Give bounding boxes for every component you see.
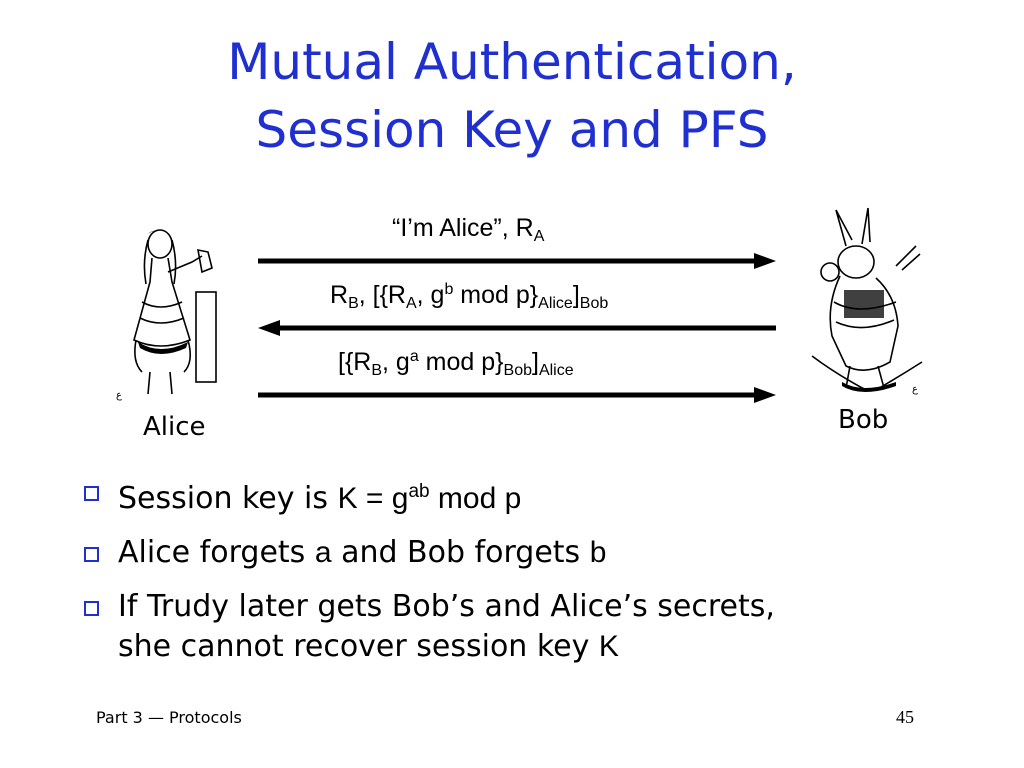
msg2-part-a: R: [330, 281, 349, 309]
bob-illustration: ع: [811, 207, 923, 395]
title-line-2: Session Key and PFS: [255, 101, 769, 159]
bullet-list: Session key is K = gab mod p Alice forge…: [82, 472, 1002, 681]
msg2-sub-e: Bob: [579, 295, 609, 312]
msg3-part-d: ]: [531, 348, 539, 376]
alice-illustration: ع: [116, 229, 217, 401]
bullet-2-var1: a: [314, 536, 332, 569]
bullet-item-2: Alice forgets a and Bob forgets b: [82, 533, 1002, 573]
bullet-item-1: Session key is K = gab mod p: [82, 472, 1002, 519]
bullet-1-math2: mod p: [429, 482, 522, 515]
message-2-label: RB, [{RA, gb mod p}Alice]Bob: [330, 281, 608, 313]
msg2-sub-b: A: [405, 295, 417, 312]
msg2-part-c: , g: [416, 281, 445, 309]
bullet-box-icon: [84, 486, 99, 501]
msg2-part-b: , [{R: [358, 281, 406, 309]
msg2-sub-a: B: [348, 295, 359, 312]
title-line-1: Mutual Authentication,: [227, 33, 797, 91]
msg3-part-c: mod p}: [418, 348, 504, 376]
svg-text:ع: ع: [912, 384, 918, 395]
arrow-bob-to-alice: [258, 320, 776, 336]
msg3-sub-a: B: [371, 362, 383, 379]
bullet-2-text1: Alice forgets: [118, 535, 315, 570]
bullet-3-var: K: [598, 630, 619, 663]
page-number: 45: [896, 707, 914, 727]
bullet-box-icon: [84, 601, 99, 616]
bullet-2-text2: and Bob forgets: [331, 535, 590, 570]
alice-label: Alice: [143, 412, 206, 442]
bullet-1-sup: ab: [408, 481, 430, 502]
msg2-sup-c: b: [444, 281, 454, 298]
svg-text:ع: ع: [116, 390, 122, 401]
slide-title: Mutual Authentication, Session Key and P…: [0, 28, 1024, 164]
msg3-part-a: [{R: [338, 348, 372, 376]
bullet-1-text: Session key is: [118, 481, 338, 516]
msg3-sub-c: Bob: [503, 362, 532, 379]
msg3-sup-b: a: [409, 348, 419, 365]
arrow-alice-to-bob-2: [258, 387, 776, 403]
msg3-part-b: , g: [382, 348, 410, 376]
footer-part: Part 3: [96, 708, 143, 727]
msg2-part-e: ]: [572, 281, 580, 309]
bullet-1-math: K = g: [337, 482, 409, 515]
bullet-3-line1: If Trudy later gets Bob’s and Alice’s se…: [118, 589, 775, 624]
message-3-label: [{RB, ga mod p}Bob]Alice: [338, 348, 574, 380]
msg2-sub-d: Alice: [538, 295, 573, 312]
bullet-3-line2: she cannot recover session key: [118, 629, 599, 664]
bullet-box-icon: [84, 547, 99, 562]
msg1-text: “I’m Alice”, R: [392, 214, 534, 242]
bullet-item-3: If Trudy later gets Bob’s and Alice’s se…: [82, 587, 1002, 667]
footer-section: Part 3 — Protocols: [96, 708, 242, 727]
footer-section-name: Protocols: [169, 708, 242, 727]
bob-label: Bob: [838, 405, 889, 435]
arrow-alice-to-bob-1: [258, 253, 776, 269]
footer-dash: —: [142, 708, 170, 727]
msg1-sub: A: [533, 228, 545, 245]
msg2-part-d: mod p}: [453, 281, 539, 309]
message-1-label: “I’m Alice”, RA: [392, 214, 544, 246]
msg3-sub-d: Alice: [538, 362, 574, 379]
bullet-2-var2: b: [589, 536, 607, 569]
